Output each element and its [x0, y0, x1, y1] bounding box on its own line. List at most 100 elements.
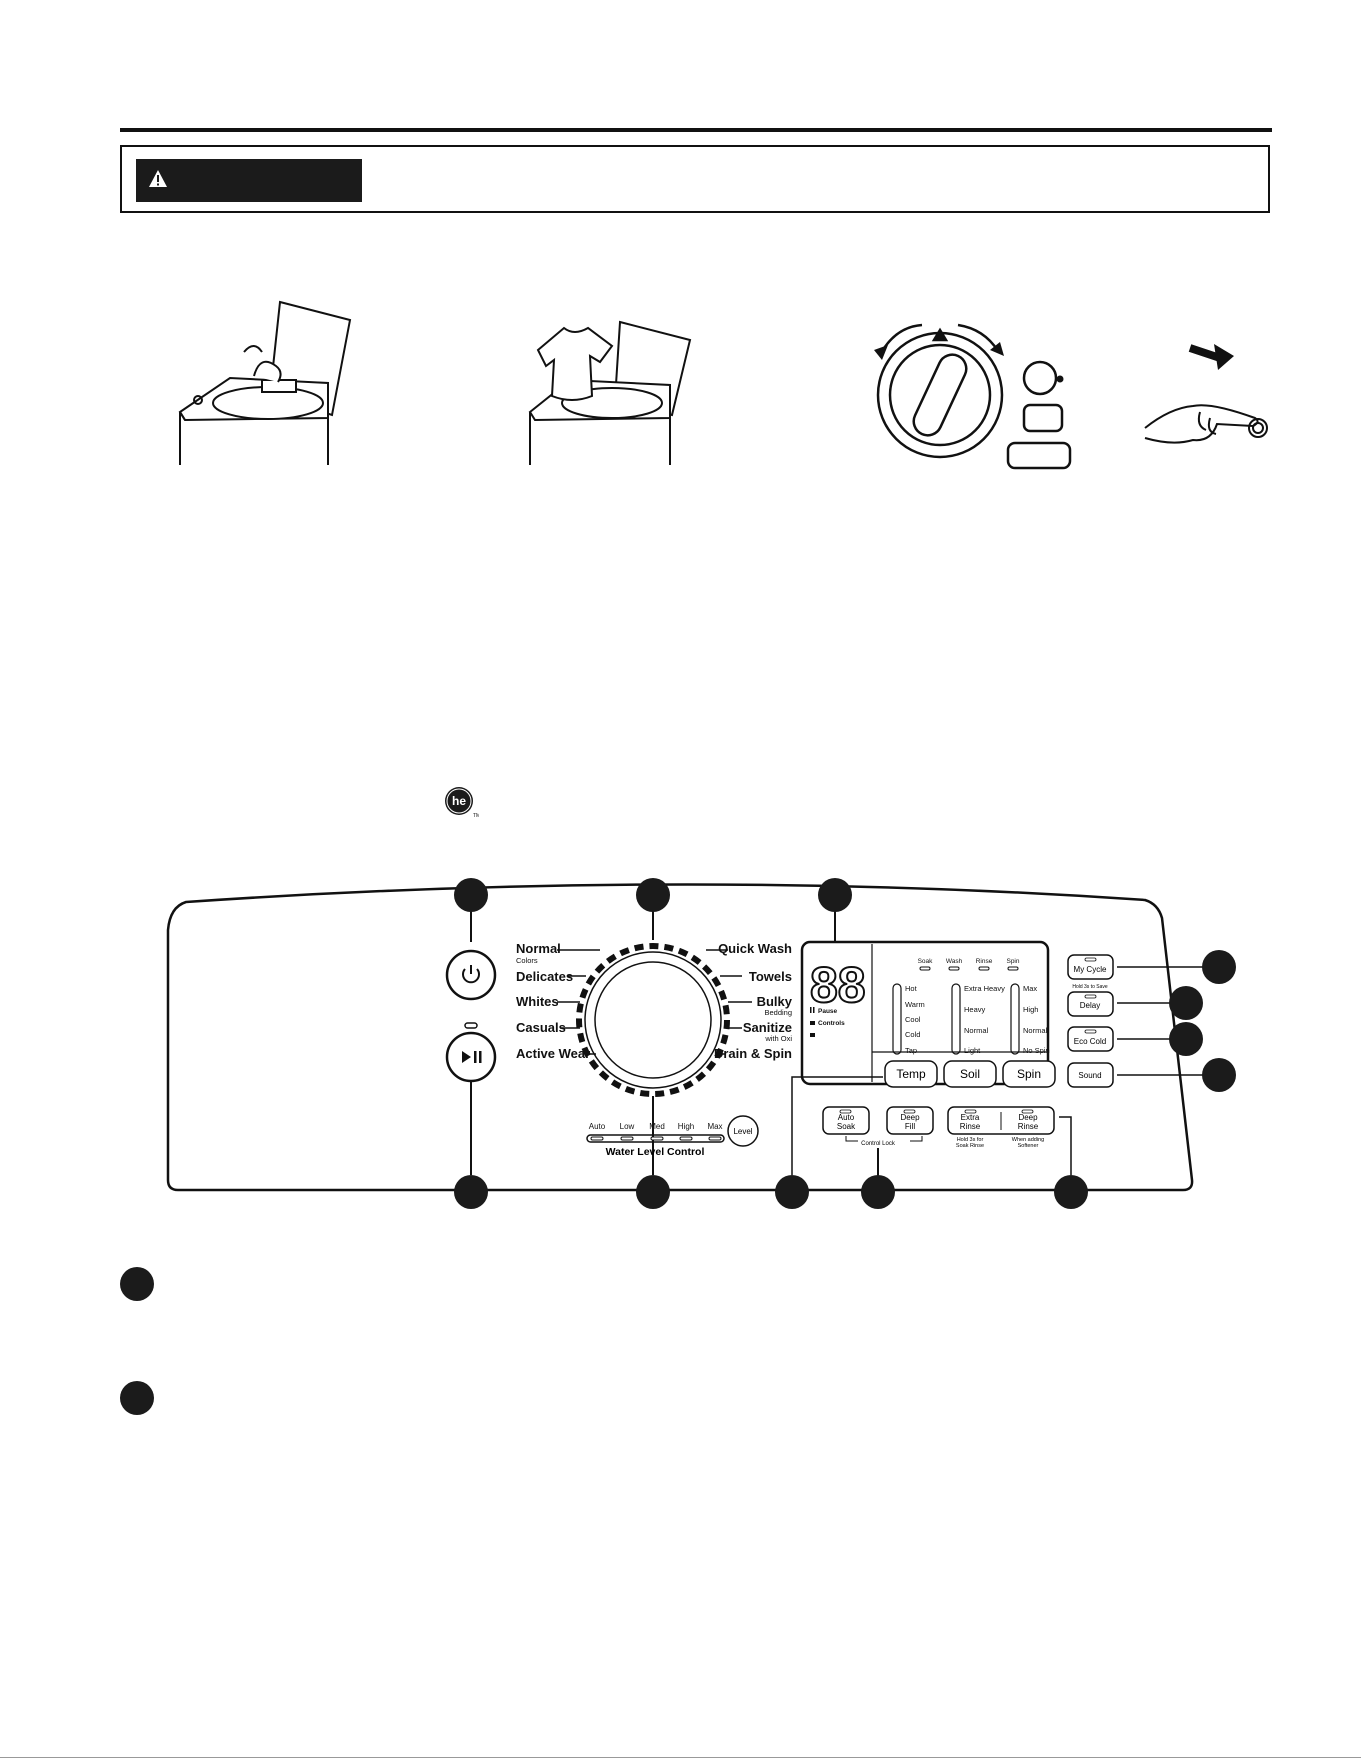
water-level-title: Water Level Control: [606, 1146, 705, 1158]
callout-marker: [1202, 1058, 1236, 1092]
power-button[interactable]: [445, 949, 497, 1001]
spin-no-spin: No Spin: [1023, 1046, 1050, 1055]
cycle-label-quick-wash[interactable]: Quick Wash: [718, 941, 792, 956]
cycle-label-normal[interactable]: Normal: [516, 941, 561, 956]
delay-label: Delay: [1080, 1001, 1100, 1010]
stage-rinse: Rinse: [976, 958, 993, 965]
water-level-low: Low: [620, 1122, 635, 1131]
callout-marker: [454, 878, 488, 912]
extra-rinse-label-1: Extra: [961, 1113, 980, 1122]
top-rule: [120, 128, 1272, 132]
eco-cold-label: Eco Cold: [1074, 1037, 1106, 1046]
cycle-label-whites[interactable]: Whites: [516, 994, 559, 1009]
control-lock-label: Control Lock: [861, 1141, 896, 1147]
press-start-illustration: [1144, 344, 1268, 444]
auto-soak-label-2: Soak: [837, 1122, 856, 1131]
cycle-sub-normal: Colors: [516, 956, 538, 965]
list-marker: [120, 1267, 154, 1301]
select-cycle-illustration: [874, 323, 1072, 470]
callout-marker: [454, 1175, 488, 1209]
cycle-label-delicates[interactable]: Delicates: [516, 969, 573, 984]
status-controls: Controls: [818, 1020, 845, 1027]
auto-soak-button[interactable]: [822, 1106, 870, 1135]
deep-fill-button[interactable]: [886, 1106, 934, 1135]
start-indicator-light: [464, 1022, 478, 1029]
stage-soak: Soak: [918, 958, 934, 965]
stage-spin: Spin: [1006, 958, 1019, 965]
deep-fill-label-2: Fill: [905, 1122, 915, 1131]
temp-button[interactable]: [884, 1060, 938, 1088]
water-level-max: Max: [707, 1122, 722, 1131]
spin-normal: Normal: [1023, 1026, 1048, 1035]
list-marker: [120, 1381, 154, 1415]
cycle-dial-ring: [576, 943, 730, 1097]
callout-marker: [1202, 950, 1236, 984]
sound-label: Sound: [1078, 1071, 1101, 1080]
he-logo-icon: he TM: [445, 787, 479, 819]
cycle-sub-bulky: Bedding: [764, 1008, 792, 1017]
callout-marker: [636, 878, 670, 912]
delay-button[interactable]: [1067, 991, 1114, 1017]
temp-button-label: Temp: [896, 1067, 926, 1081]
water-level-auto: Auto: [589, 1122, 606, 1131]
eco-cold-button[interactable]: [1067, 1026, 1114, 1052]
callout-marker: [1054, 1175, 1088, 1209]
deep-rinse-button[interactable]: Deep Rinse: [1018, 1113, 1039, 1131]
extra-rinse-note-2: Soak Rinse: [956, 1143, 984, 1149]
my-cycle-button[interactable]: [1067, 954, 1114, 980]
deep-rinse-note-2: Softener: [1018, 1143, 1039, 1149]
level-button[interactable]: [727, 1115, 759, 1147]
add-detergent-illustration: [178, 300, 352, 465]
cycle-label-towels[interactable]: Towels: [749, 969, 792, 984]
auto-soak-label-1: Auto: [838, 1113, 855, 1122]
cycle-label-casuals[interactable]: Casuals: [516, 1020, 566, 1035]
soil-normal: Normal: [964, 1026, 989, 1035]
sound-button[interactable]: [1067, 1062, 1114, 1088]
temp-hot: Hot: [905, 984, 918, 993]
power-icon: [462, 965, 480, 984]
soil-extra-heavy: Extra Heavy: [964, 984, 1005, 993]
panel-outline: [166, 883, 1194, 1192]
spin-high: High: [1023, 1005, 1038, 1014]
cycle-label-sanitize[interactable]: Sanitize: [743, 1020, 792, 1035]
temp-warm: Warm: [905, 1000, 925, 1009]
callout-marker: [1169, 986, 1203, 1020]
warning-box: [120, 145, 1270, 213]
cycle-label-active-wear[interactable]: Active Wear: [516, 1046, 590, 1061]
cycle-sub-sanitize: with Oxi: [764, 1034, 792, 1043]
he-logo-text: he: [452, 794, 466, 808]
my-cycle-note: Hold 3s to Save: [1072, 984, 1108, 990]
extra-rinse-button[interactable]: Extra Rinse: [960, 1113, 981, 1131]
soil-button[interactable]: [943, 1060, 997, 1088]
deep-rinse-label-2: Rinse: [1018, 1122, 1039, 1131]
callout-marker: [818, 878, 852, 912]
lock-icon: [810, 1021, 815, 1025]
warning-label: [136, 159, 362, 202]
my-cycle-label: My Cycle: [1074, 965, 1107, 974]
seven-segment-display: 88: [810, 957, 866, 1013]
callout-marker: [636, 1175, 670, 1209]
level-button-label: Level: [733, 1127, 752, 1136]
soil-light: Light: [964, 1046, 981, 1055]
cycle-selector-knob[interactable]: [594, 961, 712, 1079]
deep-fill-label-1: Deep: [900, 1113, 920, 1122]
spin-max: Max: [1023, 984, 1037, 993]
temp-cold: Cold: [905, 1030, 920, 1039]
water-level-med: Med: [649, 1122, 665, 1131]
spin-button[interactable]: [1002, 1060, 1056, 1088]
deep-rinse-note-1: When adding: [1012, 1137, 1044, 1143]
svg-text:TM: TM: [473, 813, 479, 819]
callout-marker: [1169, 1022, 1203, 1056]
soil-heavy: Heavy: [964, 1005, 986, 1014]
cycle-label-bulky[interactable]: Bulky: [757, 994, 793, 1009]
warning-triangle-icon: [149, 170, 167, 187]
deep-rinse-label-1: Deep: [1018, 1113, 1038, 1122]
cycle-label-drain-spin[interactable]: Drain & Spin: [714, 1046, 792, 1061]
callout-marker: [775, 1175, 809, 1209]
temp-tap: Tap: [905, 1046, 917, 1055]
status-pause: Pause: [818, 1008, 838, 1015]
temp-cool: Cool: [905, 1015, 921, 1024]
extra-rinse-note-1: Hold 3s for: [957, 1137, 984, 1143]
callout-marker: [861, 1175, 895, 1209]
spin-button-label: Spin: [1017, 1067, 1041, 1081]
